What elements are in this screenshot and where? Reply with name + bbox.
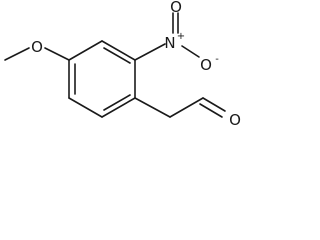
ring-bond-c1-c2: [101, 40, 136, 61]
nitro-group: N + O O -: [134, 0, 219, 74]
bond-ring-to-methoxy-oxygen: [44, 47, 70, 61]
ring-double-bond-c1-c2: [103, 47, 131, 64]
nitrogen-atom-label: N: [164, 34, 175, 52]
bond-carbonyl-double-b: [199, 103, 223, 118]
aldehyde-side-chain: O: [134, 97, 241, 129]
nitro-oxygen-right-label: O: [200, 56, 212, 74]
bond-methoxy-oxygen-to-methyl: [4, 47, 30, 61]
ring-double-bond-c3-c4: [103, 94, 131, 111]
nitrogen-charge-label: +: [177, 31, 185, 42]
molecule-drawing: N + O O - O O: [4, 0, 241, 129]
bond-carbonyl-double-a: [202, 97, 226, 112]
bond-ch2-to-carbonyl-carbon: [169, 97, 204, 118]
ring-bond-c4-c5: [68, 97, 103, 118]
structure-diagram: N + O O - O O: [0, 0, 254, 140]
nitro-oxygen-top-label: O: [170, 0, 182, 16]
ring-bond-c6-c1: [68, 40, 103, 61]
bond-nitrogen-to-oxygen-right: [181, 45, 200, 58]
methoxy-group: O: [4, 38, 70, 61]
bond-ring-to-nitrogen: [134, 43, 166, 61]
nitro-oxygen-charge-label: -: [215, 54, 219, 65]
ring-bond-c3-c4: [101, 97, 136, 118]
bond-ring-to-ch2: [134, 97, 171, 118]
benzene-ring: [68, 40, 136, 118]
aldehyde-oxygen-label: O: [229, 111, 241, 129]
methoxy-oxygen-label: O: [31, 38, 43, 56]
